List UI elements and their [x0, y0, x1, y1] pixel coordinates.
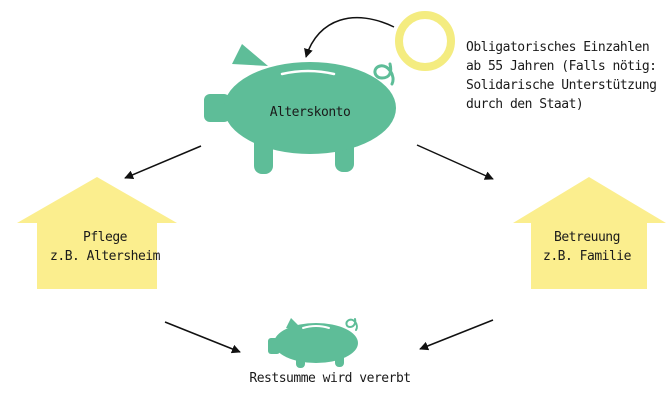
- deposit-note-line: durch den Staat): [466, 97, 584, 112]
- arrow-to-left-house: [124, 145, 202, 180]
- right-house-subtitle: z.B. Familie: [543, 249, 631, 264]
- piggy-bank-icon: [204, 44, 396, 174]
- inheritance-label: Restsumme wird vererbt: [249, 371, 411, 386]
- right-house-label: Betreuung z.B. Familie: [512, 228, 662, 266]
- deposit-arrow: [304, 16, 395, 58]
- arrow-left-to-bottom: [164, 321, 241, 354]
- piggy-bank-label: Alterskonto: [269, 105, 351, 120]
- right-house-title: Betreuung: [554, 230, 620, 245]
- left-house-title: Pflege: [83, 230, 127, 245]
- deposit-note: Obligatorisches Einzahlen ab 55 Jahren (…: [466, 38, 666, 114]
- arrow-to-right-house: [416, 144, 494, 180]
- deposit-note-line: Solidarische Unterstützung: [466, 78, 657, 93]
- left-house-subtitle: z.B. Altersheim: [50, 249, 160, 264]
- left-house-icon: [17, 177, 177, 289]
- arrow-right-to-bottom: [419, 319, 494, 351]
- left-house-label: Pflege z.B. Altersheim: [30, 228, 180, 266]
- right-house-icon: [513, 177, 666, 289]
- deposit-note-line: Obligatorisches Einzahlen: [466, 40, 650, 55]
- deposit-note-line: ab 55 Jahren (Falls nötig:: [466, 59, 657, 74]
- coin-icon: [395, 11, 455, 71]
- small-piggy-bank-icon: [268, 318, 358, 368]
